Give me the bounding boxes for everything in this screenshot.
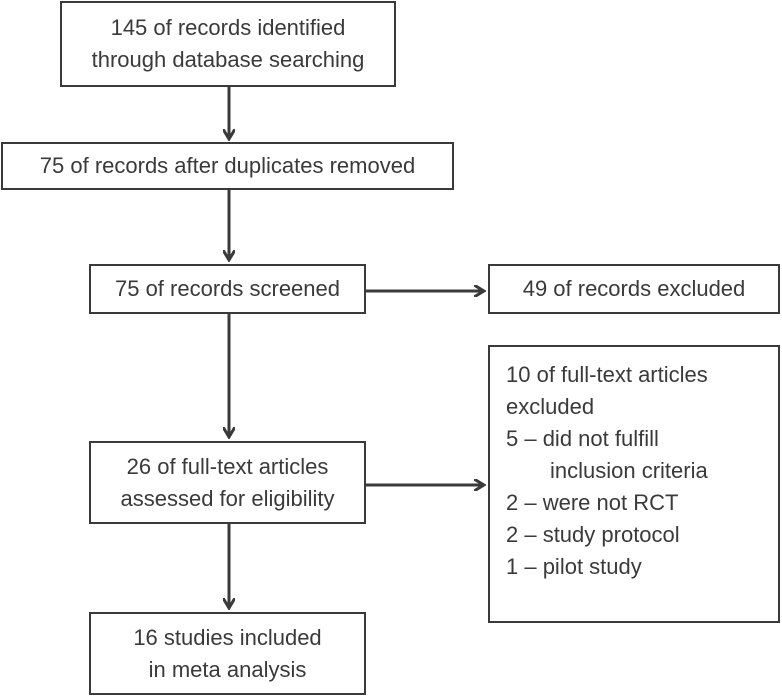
box-records-excluded-text: 49 of records excluded <box>522 276 746 301</box>
exclusion-reason-not-rct: 2 – were not RCT <box>506 490 679 515</box>
box-studies-included-line-1: 16 studies included <box>133 624 322 650</box>
box-records-screened-text: 75 of records screened <box>114 276 341 301</box>
box-records-identified-line-2: through database searching <box>91 47 365 72</box>
exclusion-reason-did-not-fulfill: 5 – did not fulfill <box>506 426 659 451</box>
exclusion-reason-did-not-fulfill-continued: inclusion criteria <box>550 458 708 483</box>
fulltext-excluded-title-line-1: 10 of full-text articles <box>506 362 708 387</box>
box-duplicates-removed-text: 75 of records after duplicates removed <box>39 153 416 178</box>
box-records-screened: 75 of records screened <box>89 264 366 314</box>
exclusion-reason-study-protocol: 2 – study protocol <box>506 522 680 547</box>
box-studies-included-line-2: in meta analysis <box>148 656 307 682</box>
exclusion-reason-pilot-study: 1 – pilot study <box>506 554 642 579</box>
box-fulltext-excluded: 10 of full-text articles excluded 5 – di… <box>488 345 780 623</box>
box-records-identified-line-1: 145 of records identified <box>110 15 346 40</box>
box-fulltext-assessed-line-2: assessed for eligibility <box>120 485 335 511</box>
box-records-identified: 145 of records identified through databa… <box>60 1 396 87</box>
box-fulltext-assessed-line-1: 26 of full-text articles <box>126 453 329 479</box>
box-studies-included: 16 studies included in meta analysis <box>89 612 366 695</box>
fulltext-excluded-title-line-2: excluded <box>506 394 595 419</box>
box-duplicates-removed: 75 of records after duplicates removed <box>1 142 454 190</box>
box-fulltext-assessed: 26 of full-text articles assessed for el… <box>89 441 366 524</box>
box-records-excluded: 49 of records excluded <box>488 264 780 314</box>
